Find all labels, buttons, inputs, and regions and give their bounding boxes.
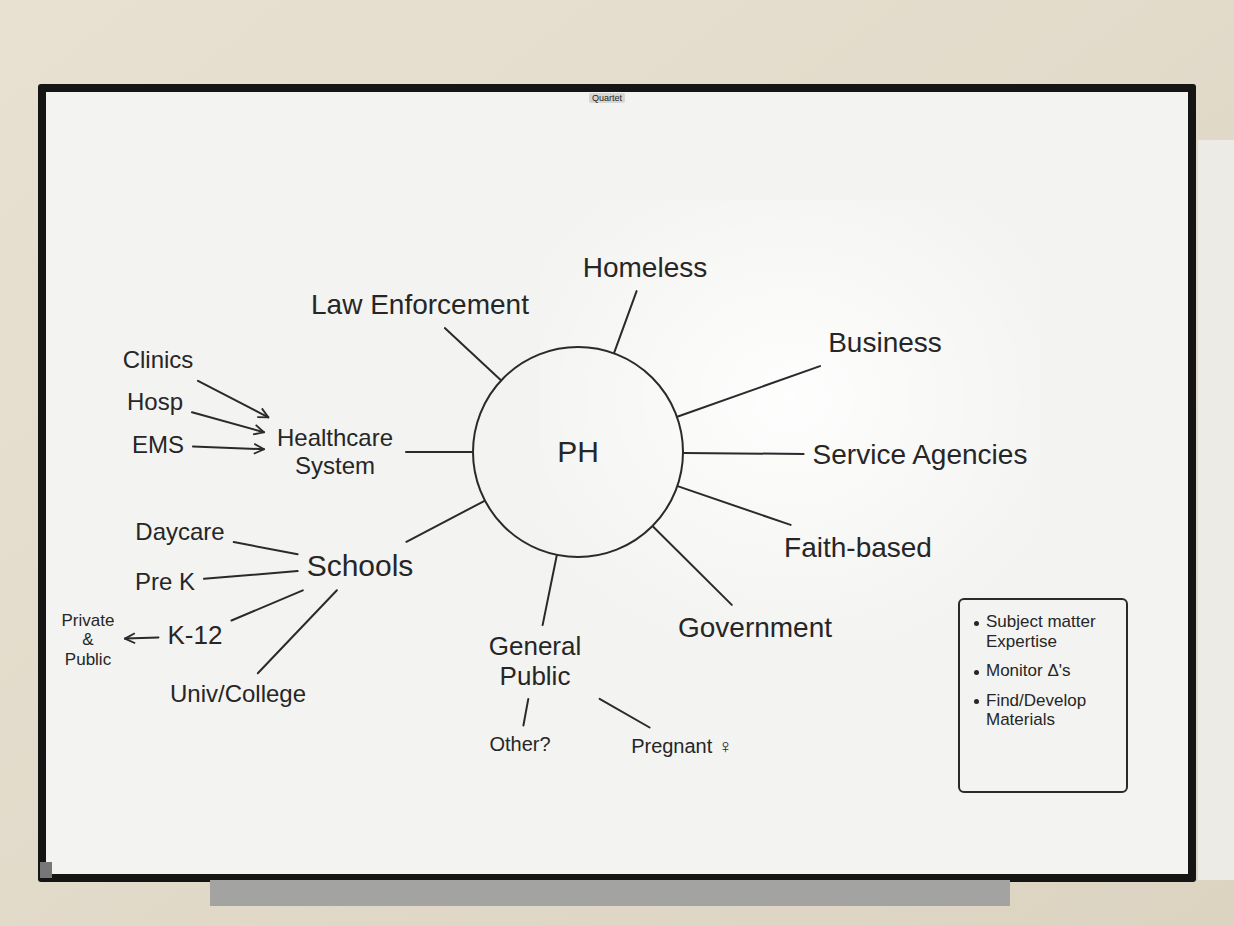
bullet-dot bbox=[974, 670, 979, 675]
node-text: Service Agencies bbox=[813, 439, 1028, 471]
node-text: Business bbox=[828, 327, 942, 359]
topic-node: EMS bbox=[128, 429, 188, 461]
topic-node: Homeless bbox=[579, 250, 711, 286]
node-text: Other? bbox=[489, 733, 550, 756]
connector bbox=[406, 501, 484, 542]
connector bbox=[193, 446, 264, 449]
connector bbox=[678, 366, 820, 416]
topic-node: Healthcare System bbox=[269, 422, 401, 481]
bullet-dot bbox=[974, 699, 979, 704]
node-text: General Public bbox=[477, 632, 593, 692]
connector bbox=[234, 542, 298, 554]
topic-node: Other? bbox=[485, 731, 554, 758]
bullet-dot bbox=[974, 621, 979, 626]
topic-node: Faith-based bbox=[780, 530, 936, 566]
topic-node: Daycare bbox=[131, 516, 228, 548]
note-item: Subject matter Expertise bbox=[972, 612, 1116, 651]
connector bbox=[614, 291, 636, 352]
node-text: Schools bbox=[307, 549, 414, 584]
node-text: Hosp bbox=[127, 388, 183, 416]
node-text: Faith-based bbox=[784, 532, 932, 564]
board-surface bbox=[46, 92, 1188, 874]
node-text: EMS bbox=[132, 431, 184, 459]
window-reflection bbox=[540, 200, 1040, 640]
node-text: Private & Public bbox=[60, 611, 116, 670]
connector bbox=[653, 527, 732, 605]
connector bbox=[600, 699, 650, 728]
node-text: Pre K bbox=[135, 568, 195, 596]
node-text: K-12 bbox=[168, 621, 223, 651]
connector bbox=[204, 571, 298, 579]
node-text: Clinics bbox=[123, 346, 194, 374]
topic-node: Pregnant ♀ bbox=[627, 733, 737, 760]
topic-node: Business bbox=[824, 325, 946, 361]
connector bbox=[192, 412, 264, 432]
node-text: Homeless bbox=[583, 252, 707, 284]
topic-node: Government bbox=[674, 610, 836, 646]
node-text: Daycare bbox=[135, 518, 224, 546]
connector bbox=[406, 451, 472, 453]
topic-node: Private & Public bbox=[56, 609, 120, 672]
note-item: Monitor Δ's bbox=[972, 661, 1116, 681]
connector bbox=[125, 637, 159, 638]
note-box: Subject matter ExpertiseMonitor Δ'sFind/… bbox=[958, 598, 1128, 793]
connector bbox=[678, 486, 790, 525]
node-text: Pregnant ♀ bbox=[631, 735, 733, 758]
topic-node: General Public bbox=[473, 630, 597, 694]
topic-node: Service Agencies bbox=[809, 437, 1032, 473]
note-item: Find/Develop Materials bbox=[972, 691, 1116, 730]
connector bbox=[232, 590, 303, 620]
connector bbox=[445, 328, 501, 380]
connector bbox=[684, 453, 804, 454]
topic-node: Law Enforcement bbox=[307, 287, 533, 323]
board-frame bbox=[38, 84, 1196, 882]
connector bbox=[258, 590, 337, 673]
topic-node: Schools bbox=[303, 547, 418, 586]
brand-tag: Quartet bbox=[589, 93, 625, 103]
connector bbox=[543, 556, 557, 625]
topic-node: Univ/College bbox=[166, 678, 310, 710]
node-text: Law Enforcement bbox=[311, 289, 529, 321]
hub-circle: PH bbox=[472, 346, 684, 558]
topic-node: K-12 bbox=[164, 619, 227, 653]
node-text: Univ/College bbox=[170, 680, 306, 708]
node-text: PH bbox=[557, 435, 599, 470]
topic-node: Clinics bbox=[119, 344, 198, 376]
connector bbox=[198, 381, 268, 418]
frame-corner bbox=[40, 862, 52, 878]
node-text: Government bbox=[678, 612, 832, 644]
marker-tray bbox=[210, 880, 1010, 906]
side-panel bbox=[1198, 140, 1234, 880]
topic-node: Hosp bbox=[123, 386, 187, 418]
connector bbox=[523, 699, 528, 726]
node-text: Healthcare System bbox=[273, 424, 397, 479]
topic-node: Pre K bbox=[131, 566, 199, 598]
